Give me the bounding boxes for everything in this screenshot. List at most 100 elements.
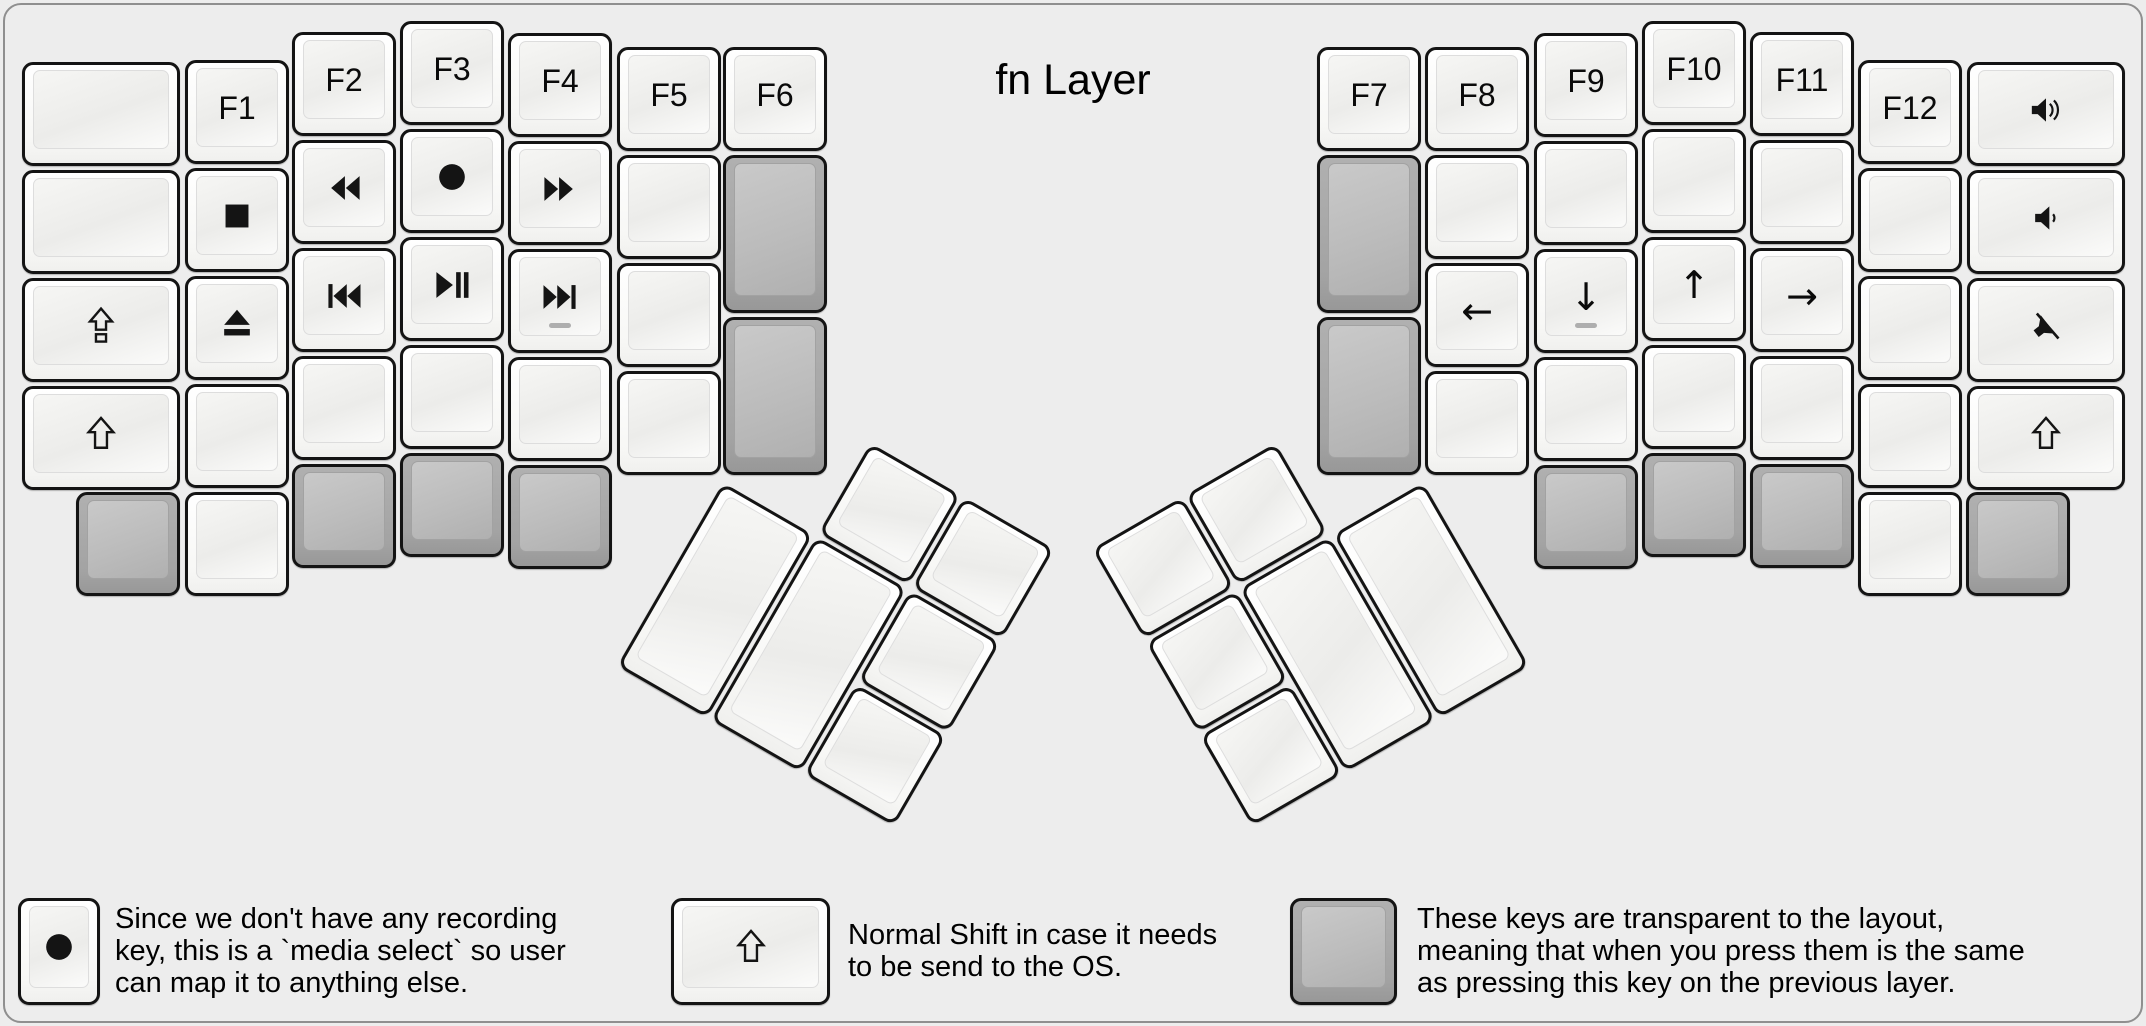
key-blank-outer-left-2[interactable]: [22, 170, 180, 274]
key-blank-outer-left-1[interactable]: [22, 62, 180, 166]
key-left-arrow[interactable]: ←: [1425, 263, 1529, 367]
keytop: [1869, 176, 1951, 255]
key-label: F10: [1666, 50, 1722, 87]
key-prev-track[interactable]: [292, 248, 396, 352]
key-blank-l-b4[interactable]: [185, 384, 289, 488]
key-f2[interactable]: F2: [292, 32, 396, 136]
key-f3[interactable]: F3: [400, 21, 504, 125]
key-caps-lock[interactable]: [22, 278, 180, 382]
key-transparent-r-e5[interactable]: [1534, 465, 1638, 569]
key-transparent-r-g2[interactable]: [1317, 155, 1421, 313]
key-blank-r-b2[interactable]: [1858, 168, 1962, 272]
key-transparent-l-g2[interactable]: [723, 155, 827, 313]
key-blank-l-b5[interactable]: [185, 492, 289, 596]
key-shift-right[interactable]: [1967, 386, 2125, 490]
key-f1[interactable]: F1: [185, 60, 289, 164]
key-blank-r-d2[interactable]: [1642, 129, 1746, 233]
keytop: [1653, 353, 1735, 432]
key-label: F6: [756, 76, 794, 113]
key-blank-r-b4[interactable]: [1858, 384, 1962, 488]
keytop: F7: [1328, 55, 1410, 134]
key-f8[interactable]: F8: [1425, 47, 1529, 151]
key-f5[interactable]: F5: [617, 47, 721, 151]
key-blank-l-f3[interactable]: [617, 263, 721, 367]
key-volume-up[interactable]: [1967, 62, 2125, 166]
key-blank-r-f4[interactable]: [1425, 371, 1529, 475]
key-blank-l-e4[interactable]: [508, 357, 612, 461]
keytop: [29, 906, 89, 988]
key-f7[interactable]: F7: [1317, 47, 1421, 151]
key-label: ↑: [1678, 262, 1710, 307]
keytop: F8: [1436, 55, 1518, 134]
key-f12[interactable]: F12: [1858, 60, 1962, 164]
key-stop[interactable]: [185, 168, 289, 272]
rewind-icon: [322, 166, 366, 210]
legend-transparent-key: [1290, 898, 1397, 1005]
key-down-arrow[interactable]: ↓: [1534, 249, 1638, 353]
key-transparent-r-bottom[interactable]: [1966, 492, 2070, 596]
key-f4[interactable]: F4: [508, 33, 612, 137]
key-label: F7: [1350, 76, 1388, 113]
key-label: F11: [1775, 61, 1829, 98]
key-transparent-r-c5[interactable]: [1750, 464, 1854, 568]
legend-line: meaning that when you press them is the …: [1417, 935, 2025, 967]
key-label: F5: [650, 76, 688, 113]
key-rewind[interactable]: [292, 140, 396, 244]
key-right-arrow[interactable]: →: [1750, 248, 1854, 352]
keytop: [734, 163, 816, 296]
keytop: [682, 906, 819, 988]
key-blank-r-f2[interactable]: [1425, 155, 1529, 259]
key-transparent-l-e5[interactable]: [508, 465, 612, 569]
keytop: [411, 461, 493, 540]
stop-icon: [215, 194, 259, 238]
key-transparent-l-c5[interactable]: [292, 464, 396, 568]
keytop: [1761, 472, 1843, 551]
key-transparent-r-g3[interactable]: [1317, 317, 1421, 475]
key-blank-r-b5[interactable]: [1858, 492, 1962, 596]
key-blank-l-d4[interactable]: [400, 345, 504, 449]
key-eject[interactable]: [185, 276, 289, 380]
key-transparent-l-d5[interactable]: [400, 453, 504, 557]
key-blank-r-e4[interactable]: [1534, 357, 1638, 461]
key-play-pause[interactable]: [400, 237, 504, 341]
key-next-track[interactable]: [508, 249, 612, 353]
key-f10[interactable]: F10: [1642, 21, 1746, 125]
key-mute[interactable]: [1967, 278, 2125, 382]
keytop: [1105, 509, 1217, 619]
keytop: [836, 455, 948, 565]
key-up-arrow[interactable]: ↑: [1642, 237, 1746, 341]
key-fast-forward[interactable]: [508, 141, 612, 245]
key-transparent-r-d5[interactable]: [1642, 453, 1746, 557]
keytop: ↓: [1545, 257, 1627, 336]
eject-icon: [215, 302, 259, 346]
keytop: [1978, 394, 2114, 473]
keytop: [1436, 379, 1518, 458]
key-record[interactable]: [400, 129, 504, 233]
key-blank-l-f4[interactable]: [617, 371, 721, 475]
key-blank-r-c4[interactable]: [1750, 356, 1854, 460]
key-shift-left[interactable]: [22, 386, 180, 490]
keytop: [87, 500, 169, 579]
keytop: ←: [1436, 271, 1518, 350]
keytop: [1977, 500, 2059, 579]
key-volume-down[interactable]: [1967, 170, 2125, 274]
keytop: [1545, 473, 1627, 552]
shift-icon: [2024, 412, 2068, 456]
key-blank-r-b3[interactable]: [1858, 276, 1962, 380]
key-f6[interactable]: F6: [723, 47, 827, 151]
record-icon: [430, 155, 474, 199]
key-blank-r-d4[interactable]: [1642, 345, 1746, 449]
key-f9[interactable]: F9: [1534, 33, 1638, 137]
key-blank-r-e2[interactable]: [1534, 141, 1638, 245]
key-label: →: [1786, 273, 1818, 318]
key-transparent-l-g3[interactable]: [723, 317, 827, 475]
keytop: [519, 365, 601, 444]
legend-line: These keys are transparent to the layout…: [1417, 903, 1945, 935]
keytop: F10: [1653, 29, 1735, 108]
key-blank-l-c4[interactable]: [292, 356, 396, 460]
key-transparent-l-bottom[interactable]: [76, 492, 180, 596]
key-blank-l-f2[interactable]: [617, 155, 721, 259]
key-f11[interactable]: F11: [1750, 32, 1854, 136]
key-blank-r-c2[interactable]: [1750, 140, 1854, 244]
key-label: F1: [218, 89, 256, 126]
